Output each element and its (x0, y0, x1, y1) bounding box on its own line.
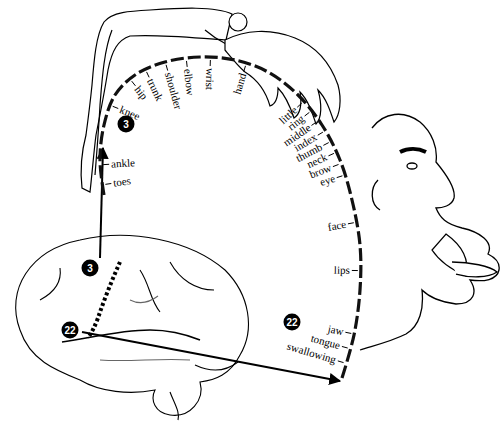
ear (372, 180, 380, 210)
tick-mark (113, 106, 119, 108)
tongue (452, 262, 497, 277)
head-outline (229, 13, 247, 31)
tick-mark (342, 346, 348, 348)
body-part-label: face (327, 219, 347, 233)
tick-mark (166, 65, 168, 71)
pointer-arrow (82, 332, 340, 381)
brain-drawing (16, 235, 249, 420)
tick-mark (333, 164, 339, 166)
sulcus (140, 270, 160, 312)
body-part-label: ankle (111, 157, 135, 169)
eye (407, 163, 417, 169)
tick-mark (147, 72, 150, 77)
body-part-label: elbow (182, 68, 196, 96)
body-part-label: toes (113, 175, 132, 188)
eyebrow (400, 149, 426, 152)
tick-mark (297, 103, 301, 107)
tick-mark (186, 61, 188, 67)
dashed-arc (100, 57, 361, 378)
face-drawing (360, 114, 499, 350)
callout-number: 3 (82, 260, 99, 277)
tick-marks (103, 60, 358, 363)
body-part-label: eye (319, 173, 337, 188)
body-figure (81, 8, 247, 192)
tick-mark (352, 270, 358, 271)
callout-number: 22 (62, 322, 79, 339)
arm-outline (205, 30, 226, 44)
face-outline (360, 114, 499, 350)
cerebellum-line (195, 362, 238, 370)
tick-mark (105, 183, 111, 185)
callout-number: 22 (284, 314, 301, 331)
body-part-label: jaw (327, 323, 345, 337)
tick-mark (345, 332, 351, 333)
body-part-label: shoulder (163, 71, 184, 110)
callout-number: 3 (118, 116, 135, 133)
brain-outline (16, 235, 249, 415)
tick-mark (348, 223, 354, 224)
tick-mark (305, 112, 310, 116)
hand-drawing (225, 31, 340, 124)
tick-mark (337, 176, 343, 178)
body-part-label: hand (232, 72, 249, 96)
sulcus (130, 296, 158, 303)
body-part-label: lips (334, 265, 350, 276)
tick-mark (210, 60, 211, 66)
body-part-label: trunk (145, 77, 165, 103)
tick-mark (311, 122, 316, 125)
tick-mark (132, 81, 136, 86)
tick-mark (318, 132, 323, 135)
tick-mark (103, 164, 109, 165)
tick-mark (323, 143, 328, 146)
sulcus (100, 359, 190, 360)
sulcus (170, 262, 214, 290)
brainstem (170, 392, 178, 420)
body-part-label: wrist (204, 68, 216, 90)
tick-mark (244, 66, 246, 72)
tick-mark (338, 361, 344, 363)
sulcus (40, 268, 60, 300)
tick-mark (328, 153, 333, 155)
pointer-arrow (100, 148, 103, 258)
body-outline (81, 8, 232, 192)
